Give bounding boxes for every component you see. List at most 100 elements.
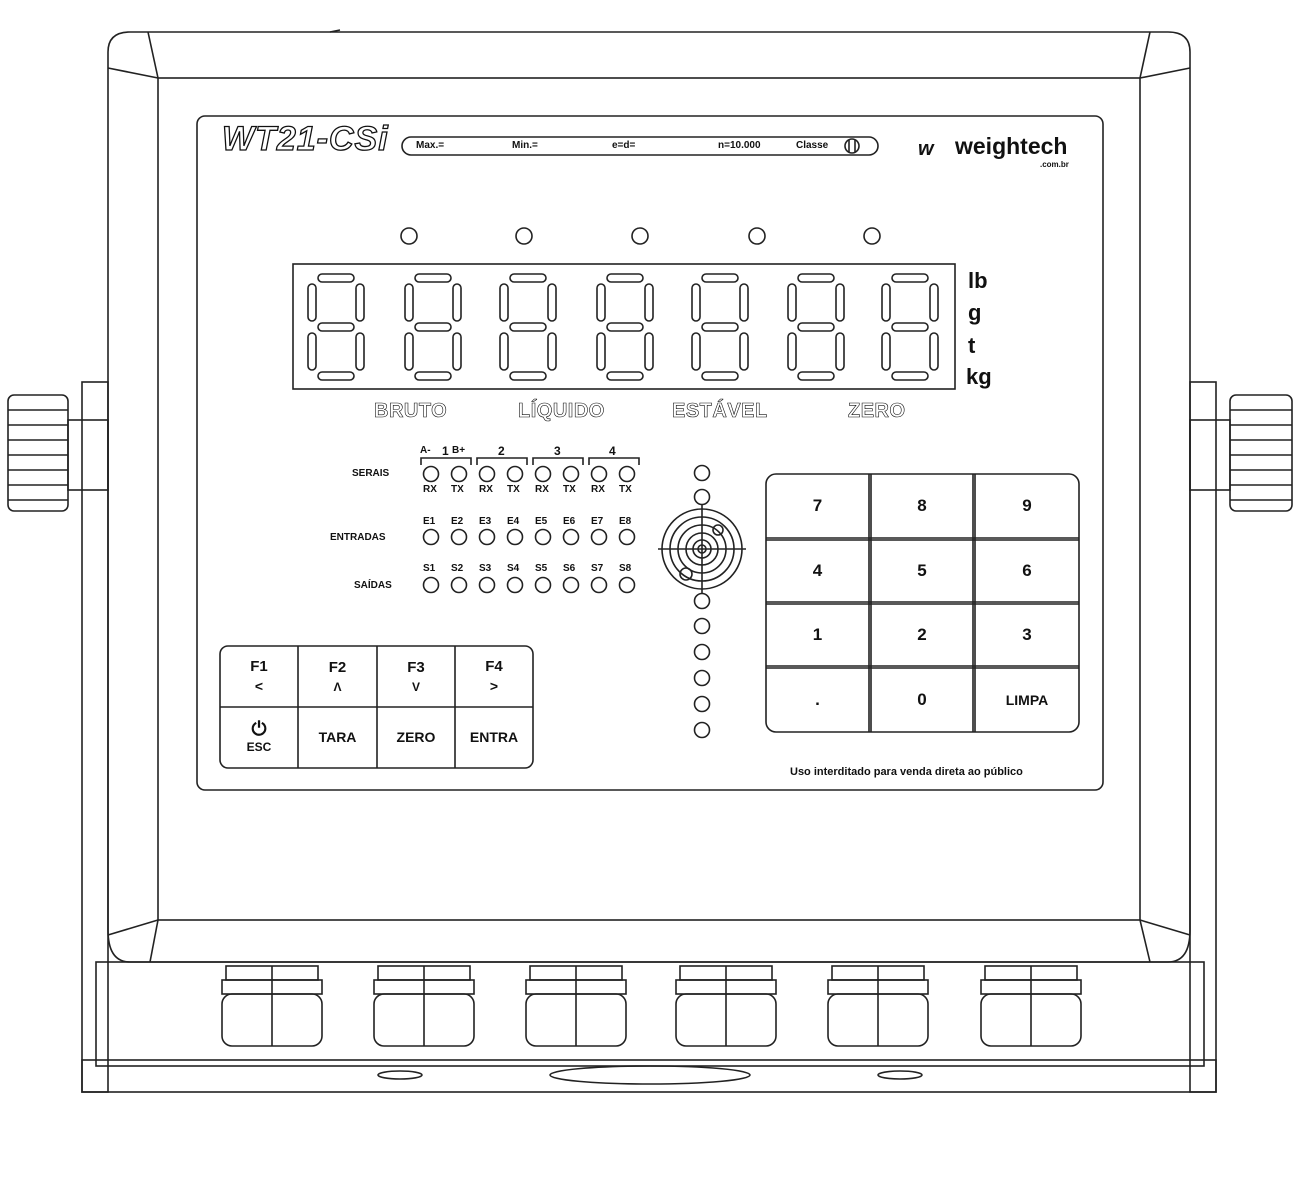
digit-3 [499,273,557,381]
unit-g: g [968,300,982,325]
serial-row-label: SERAIS [352,468,390,479]
indicator-liquido: LÍQUIDO [518,400,605,423]
tara-key[interactable]: TARA [298,707,377,768]
inputs-row-label: ENTRADAS [330,532,386,543]
f1-left-key[interactable]: F1 < [220,646,298,707]
bevel-tr [1139,67,1191,79]
brand-logo-icon: w [918,138,934,160]
notice-text: Uso interditado para venda direta ao púb… [790,766,1023,778]
bevel-tl [107,67,159,79]
output-label-7: S7 [591,563,604,574]
io-led-grid [422,465,636,594]
numpad-label: 6 [1022,560,1032,580]
vertical-led-column [693,464,711,739]
numpad-label: . [815,689,820,709]
input-label-4: E4 [507,516,520,527]
zero-key[interactable]: ZERO [377,707,455,768]
entra-key[interactable]: ENTRA [455,707,533,768]
esc-power-key[interactable]: ⏻ ESC [220,707,298,768]
unit-kg: kg [966,364,992,389]
numpad-key-9[interactable]: 9 [975,474,1079,538]
bevel-br [1139,919,1191,936]
numpad-key-2[interactable]: 2 [871,604,973,666]
entra-label: ENTRA [469,729,519,746]
numpad-key-4[interactable]: 4 [766,540,869,602]
numpad-key-7[interactable]: 7 [766,474,869,538]
output-label-1: S1 [423,563,436,574]
unit-t: t [968,333,976,358]
bevel-tr2 [1139,31,1151,79]
f3-label: F3 [407,659,425,677]
bevel-bl2 [149,919,159,963]
serial-rxtx-label-5: RX [535,484,549,495]
serial-group-3: 3 [554,444,561,458]
f3-symbol: V [411,679,420,694]
numpad-label: 4 [812,560,823,580]
spec-e-d: e=d= [612,140,636,151]
f1-label: F1 [250,657,268,675]
output-label-6: S6 [563,563,576,574]
numpad-label: 1 [812,624,823,644]
numpad-key-decimal[interactable]: . [766,668,869,732]
unit-lb: lb [968,268,988,293]
f4-right-key[interactable]: F4 > [455,646,533,707]
brand-name: weightech [955,133,1068,159]
spec-plate [401,136,879,156]
f2-label: F2 [328,659,347,677]
serial-brackets [420,457,640,465]
numpad-label: 8 [917,495,927,515]
serial-rxtx-label-2: TX [451,484,464,495]
f1-symbol: < [254,678,264,695]
numpad-key-1[interactable]: 1 [766,604,869,666]
housing-front-panel [157,77,1141,921]
numpad-key-0[interactable]: 0 [871,668,973,732]
input-label-3: E3 [479,516,492,527]
zero-label: ZERO [396,729,436,746]
f2-symbol: Λ [333,679,342,694]
indicator-bruto: BRUTO [374,400,448,423]
class-mark-circle [844,138,860,154]
spec-max: Max.= [416,140,445,151]
numpad-key-5[interactable]: 5 [871,540,973,602]
outputs-row-label: SAÍDAS [354,580,392,591]
indicator-estavel: ESTÁVEL [672,400,768,423]
numpad-key-8[interactable]: 8 [871,474,973,538]
model-name: WT21-CSi [221,119,389,158]
numpad-key-3[interactable]: 3 [975,604,1079,666]
output-label-5: S5 [535,563,548,574]
numpad-block [765,473,1080,733]
output-label-2: S2 [451,563,464,574]
spec-classe: Classe [796,140,829,151]
numpad-label: 2 [917,624,927,644]
top-notch [329,29,341,33]
digit-4 [596,273,654,381]
top-led-row [400,227,881,245]
serial-rxtx-label-8: TX [619,484,632,495]
output-label-8: S8 [619,563,632,574]
f2-up-key[interactable]: F2 Λ [298,646,377,707]
numpad-label: LIMPA [1005,691,1049,708]
input-label-7: E7 [591,516,604,527]
serial-rxtx-label-4: TX [507,484,520,495]
bevel-br2 [1139,919,1151,963]
bevel-tl2 [147,31,159,79]
serial-polarity-b: B+ [452,445,466,456]
input-label-6: E6 [563,516,576,527]
serial-group-2: 2 [498,444,505,458]
f3-down-key[interactable]: F3 V [377,646,455,707]
serial-polarity-a: A- [420,445,431,456]
input-label-1: E1 [423,516,436,527]
cable-glands [221,965,1082,1047]
serial-rxtx-label-3: RX [479,484,493,495]
input-label-2: E2 [451,516,464,527]
numpad-label: 0 [917,689,927,709]
f4-label: F4 [485,657,503,675]
numpad-label: 5 [917,560,927,580]
serial-group-4: 4 [609,444,616,458]
level-bubble [658,505,746,593]
digit-1 [307,273,365,381]
numpad-key-6[interactable]: 6 [975,540,1079,602]
esc-label: ESC [246,739,272,754]
numpad-key-limpa[interactable]: LIMPA [975,668,1079,732]
